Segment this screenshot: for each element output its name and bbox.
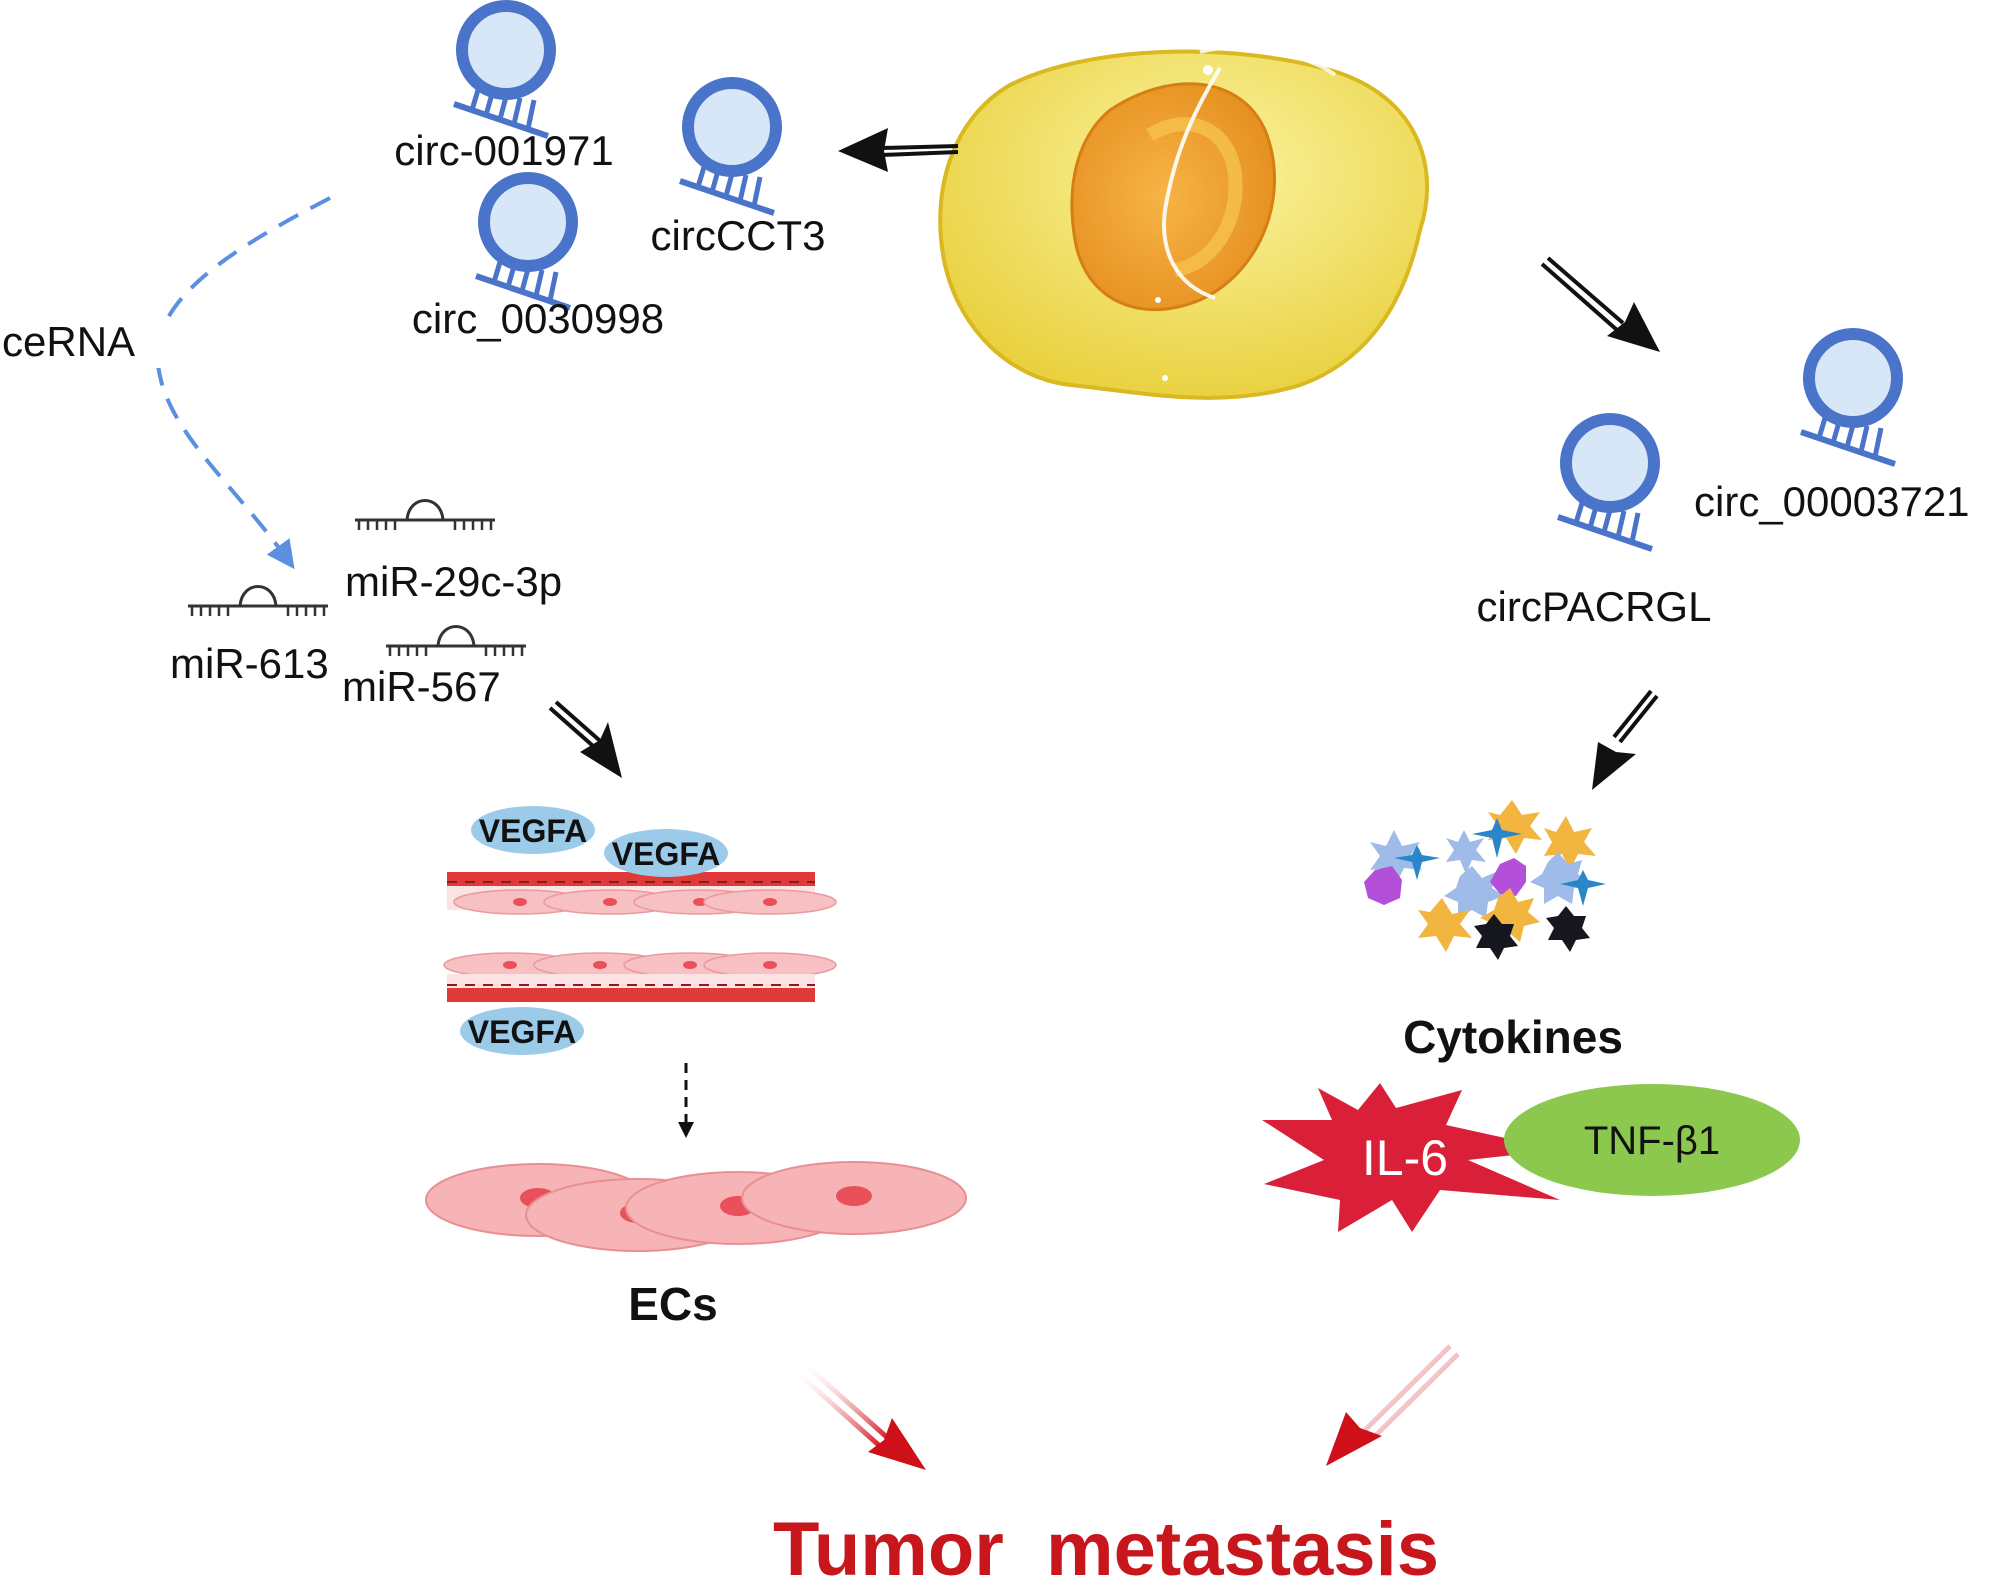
cerna-label-bg: [0, 318, 178, 368]
tumor-cell: [938, 45, 1430, 400]
il6-label: IL-6: [1362, 1130, 1448, 1186]
red-arrow-left: [790, 1358, 926, 1470]
arrow-cell-to-left-circs: [838, 128, 959, 172]
vegfa-label: VEGFA: [479, 813, 587, 849]
vegfa-protein: VEGFA: [460, 1007, 584, 1055]
circ-rna-icon: [1801, 334, 1897, 464]
circ-00003721-label: circ_00003721: [1694, 478, 1970, 525]
ecs-label: ECs: [628, 1278, 717, 1330]
mirna-icon: [353, 499, 497, 532]
arrow-circs-to-cytokines: [1592, 689, 1659, 790]
circ-cct3-label: circCCT3: [651, 212, 826, 259]
vegfa-label: VEGFA: [468, 1014, 576, 1050]
mir-29c-3p-label: miR-29c-3p: [345, 558, 562, 605]
il6-burst: IL-6: [1262, 1083, 1560, 1232]
red-arrow-right: [1326, 1344, 1460, 1466]
circ-rna-icon: [454, 6, 550, 136]
circ-pacrgl-label: circPACRGL: [1477, 583, 1712, 630]
tnf-ellipse: TNF-β1: [1504, 1084, 1800, 1196]
vessel-to-ec-arrow: [678, 1063, 694, 1138]
tumor-metastasis-label: Tumor metastasis: [773, 1507, 1439, 1581]
circ-001971-label: circ-001971: [394, 127, 613, 174]
vegfa-protein: VEGFA: [471, 806, 595, 854]
arrow-cell-to-right-circs: [1540, 256, 1660, 352]
cytokine-cluster: [1364, 800, 1606, 960]
tnf-label: TNF-β1: [1584, 1119, 1720, 1163]
vegfa-protein: VEGFA: [604, 829, 728, 877]
mir-613-label: miR-613: [170, 640, 329, 687]
circ-rna-icon: [1558, 419, 1654, 549]
mir-567-label: miR-567: [342, 663, 501, 710]
endothelial-cells: [425, 1161, 967, 1252]
cerna-dashed-arrow: [155, 196, 331, 570]
cytokines-label: Cytokines: [1403, 1011, 1623, 1063]
mirna-icon: [186, 585, 330, 618]
cerna-label: ceRNA: [2, 318, 135, 365]
arrow-mirna-to-vessel: [548, 700, 622, 778]
circ-rna-icon: [680, 83, 776, 213]
circ-rna-icon: [476, 178, 572, 308]
mirna-icon: [384, 625, 528, 658]
blood-vessel: [443, 872, 837, 1002]
vegfa-label: VEGFA: [612, 836, 720, 872]
circ-0030998-label: circ_0030998: [412, 295, 664, 342]
